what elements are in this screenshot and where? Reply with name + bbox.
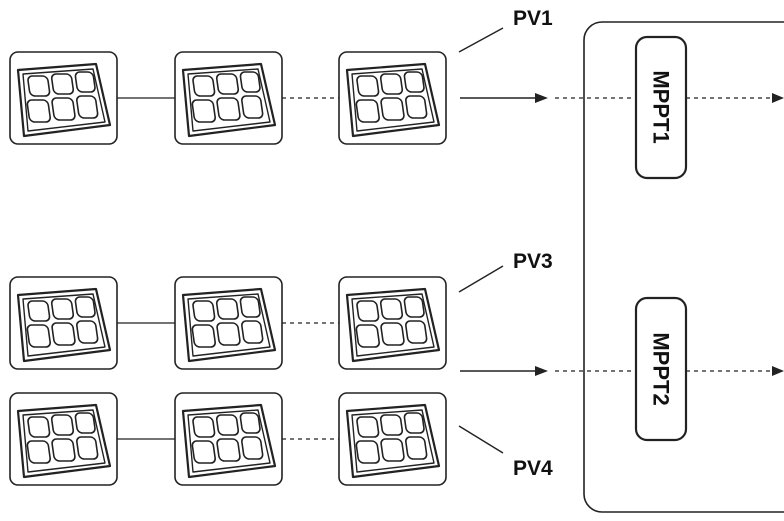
arrow-right-icon [772,366,784,376]
string-pv3 [8,265,504,371]
solar-panel-icon [173,50,284,146]
label-leader-line [458,425,504,454]
solar-panel-icon [337,275,448,371]
solar-panel-icon [8,50,119,146]
solar-panel-icon [173,275,284,371]
solar-panel-icon [8,391,119,487]
inverter-enclosure [583,21,784,513]
arrow-right-icon [772,93,784,103]
mppt1-label: MPPT1 [649,70,674,143]
string-pv4 [8,391,504,487]
solar-panel-icon [337,50,448,146]
string-pv1 [8,27,636,146]
solar-panel-icon [337,391,448,487]
pv3-label: PV3 [513,250,553,273]
mppt2-label: MPPT2 [649,332,674,405]
mppt2-input [460,366,636,376]
solar-panel-icon [8,275,119,371]
mppt2-box: MPPT2 [634,296,688,442]
pv4-label: PV4 [513,457,553,480]
label-leader-line [458,27,504,53]
arrow-right-icon [535,366,548,376]
label-leader-line [458,265,504,293]
arrow-right-icon [535,93,548,103]
mppt1-box: MPPT1 [634,35,688,180]
pv1-label: PV1 [513,7,553,30]
solar-panel-icon [173,391,284,487]
